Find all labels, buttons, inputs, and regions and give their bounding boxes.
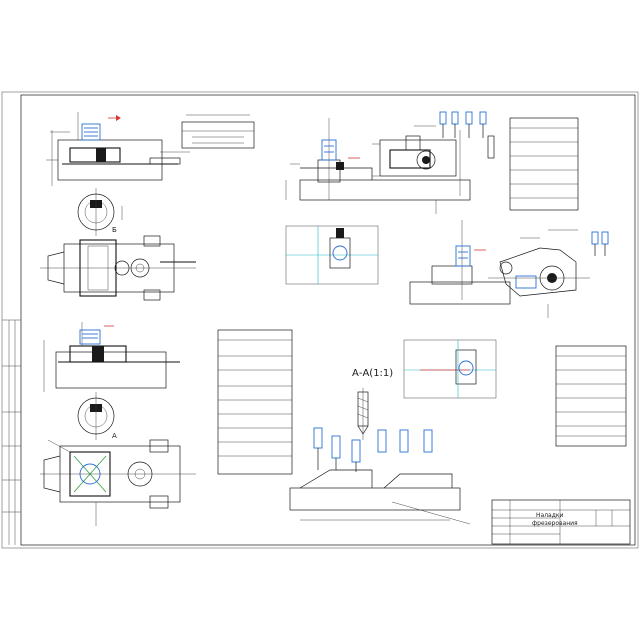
operation-2-plan-view xyxy=(285,225,379,285)
op5-cutter xyxy=(79,329,101,345)
section-a-a-label: А-А(1:1) xyxy=(352,368,393,379)
dimension-lines xyxy=(50,125,578,318)
op5-fixture-section xyxy=(55,351,167,389)
title-line-2: фрезерования xyxy=(532,520,578,527)
op1-fixture-section xyxy=(57,139,163,181)
op2-base-section xyxy=(299,179,471,201)
operation-5-setup xyxy=(43,322,180,392)
view-label-b: Б xyxy=(112,226,117,234)
operation-1-setup xyxy=(46,112,190,186)
section-a-a: А-А(1:1) xyxy=(352,368,393,440)
operation-6-tools xyxy=(313,427,433,472)
op2-cutter xyxy=(321,139,337,161)
op3-cutter xyxy=(455,245,471,267)
operation-5-step-table xyxy=(217,329,293,475)
operation-4-step-table xyxy=(555,345,627,447)
op6-base-section xyxy=(289,487,461,511)
op3-base-section xyxy=(409,281,511,305)
operation-1-plan-view xyxy=(40,188,196,301)
operation-2-cutter-details xyxy=(439,111,495,159)
left-binding-strip xyxy=(2,319,21,545)
operation-5-plan-view xyxy=(40,392,196,526)
view-label-a: А xyxy=(112,432,117,440)
operation-2-setup xyxy=(290,118,471,201)
operation-3-plan-view xyxy=(403,339,497,399)
op1-workpiece xyxy=(69,147,121,163)
operation-1-step-table xyxy=(181,114,255,149)
operation-3-setup xyxy=(409,220,511,305)
operation-6-setup xyxy=(289,469,471,525)
op1-cutter xyxy=(81,123,101,141)
operation-3-side-view xyxy=(488,231,609,297)
operation-2-step-table xyxy=(509,117,579,211)
title-line-1: Наладки xyxy=(536,512,563,519)
title-block: Наладки фрезерования xyxy=(491,499,631,545)
operation-2-side-view xyxy=(372,130,461,196)
